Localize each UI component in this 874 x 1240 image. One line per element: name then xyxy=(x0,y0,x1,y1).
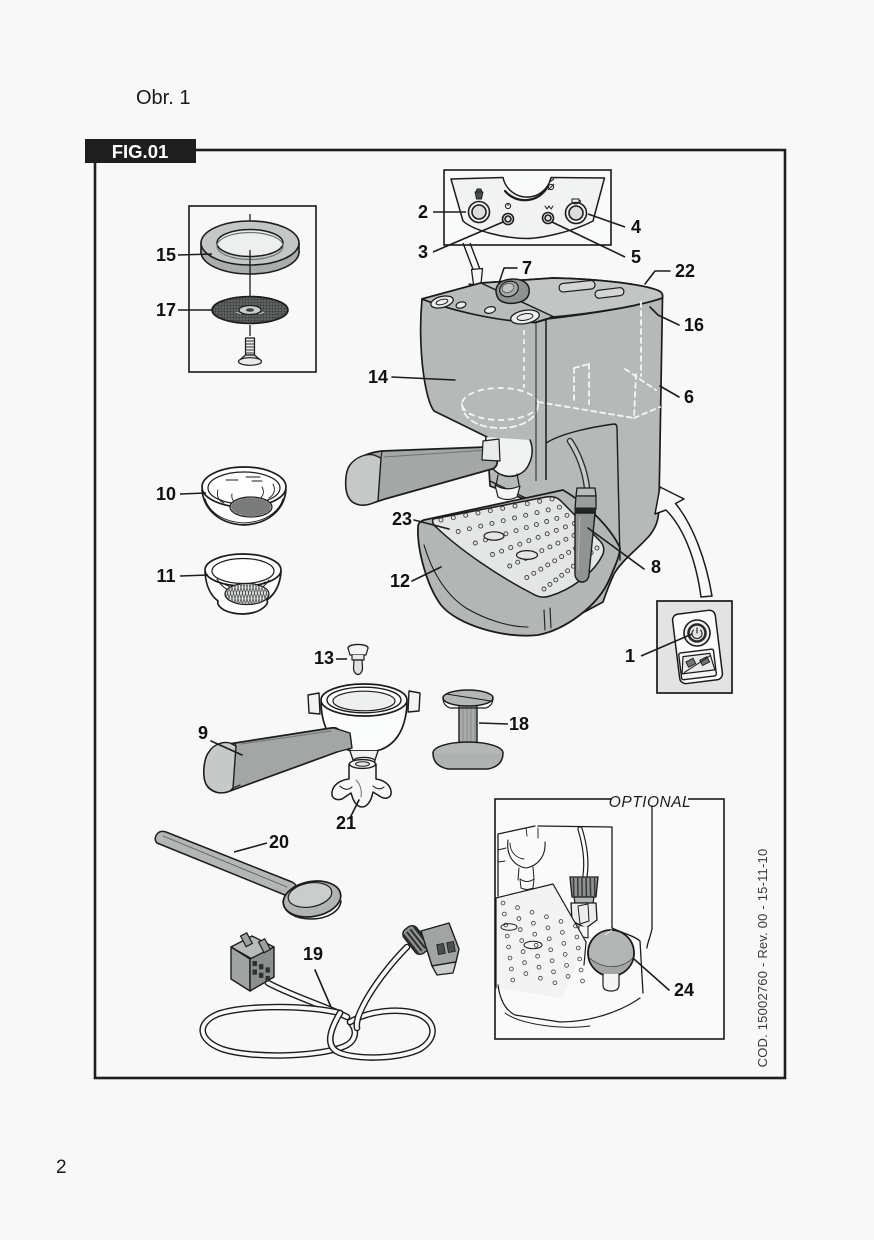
svg-text:2: 2 xyxy=(418,202,428,222)
svg-text:8: 8 xyxy=(651,557,661,577)
svg-text:20: 20 xyxy=(269,832,289,852)
svg-text:19: 19 xyxy=(303,944,323,964)
svg-text:18: 18 xyxy=(509,714,529,734)
svg-text:14: 14 xyxy=(368,367,388,387)
svg-text:16: 16 xyxy=(684,315,704,335)
svg-text:FIG.01: FIG.01 xyxy=(112,141,169,162)
svg-text:1: 1 xyxy=(625,646,635,666)
svg-text:15: 15 xyxy=(156,245,176,265)
svg-text:22: 22 xyxy=(675,261,695,281)
svg-text:6: 6 xyxy=(684,387,694,407)
svg-text:11: 11 xyxy=(156,566,175,586)
svg-text:24: 24 xyxy=(674,980,694,1000)
svg-text:OPTIONAL: OPTIONAL xyxy=(609,794,691,811)
svg-text:10: 10 xyxy=(156,484,176,504)
svg-text:COD. 15002760 - Rev. 00 - 15-1: COD. 15002760 - Rev. 00 - 15-11-10 xyxy=(755,849,770,1068)
svg-text:13: 13 xyxy=(314,648,334,668)
svg-text:12: 12 xyxy=(390,571,410,591)
svg-text:Obr. 1: Obr. 1 xyxy=(136,87,190,109)
svg-text:5: 5 xyxy=(631,247,641,267)
svg-text:7: 7 xyxy=(522,258,532,278)
svg-text:9: 9 xyxy=(198,723,208,743)
svg-text:21: 21 xyxy=(336,813,356,833)
svg-text:17: 17 xyxy=(156,300,176,320)
svg-text:23: 23 xyxy=(392,509,412,529)
svg-text:2: 2 xyxy=(56,1157,67,1178)
svg-text:3: 3 xyxy=(418,242,428,262)
svg-text:4: 4 xyxy=(631,217,641,237)
